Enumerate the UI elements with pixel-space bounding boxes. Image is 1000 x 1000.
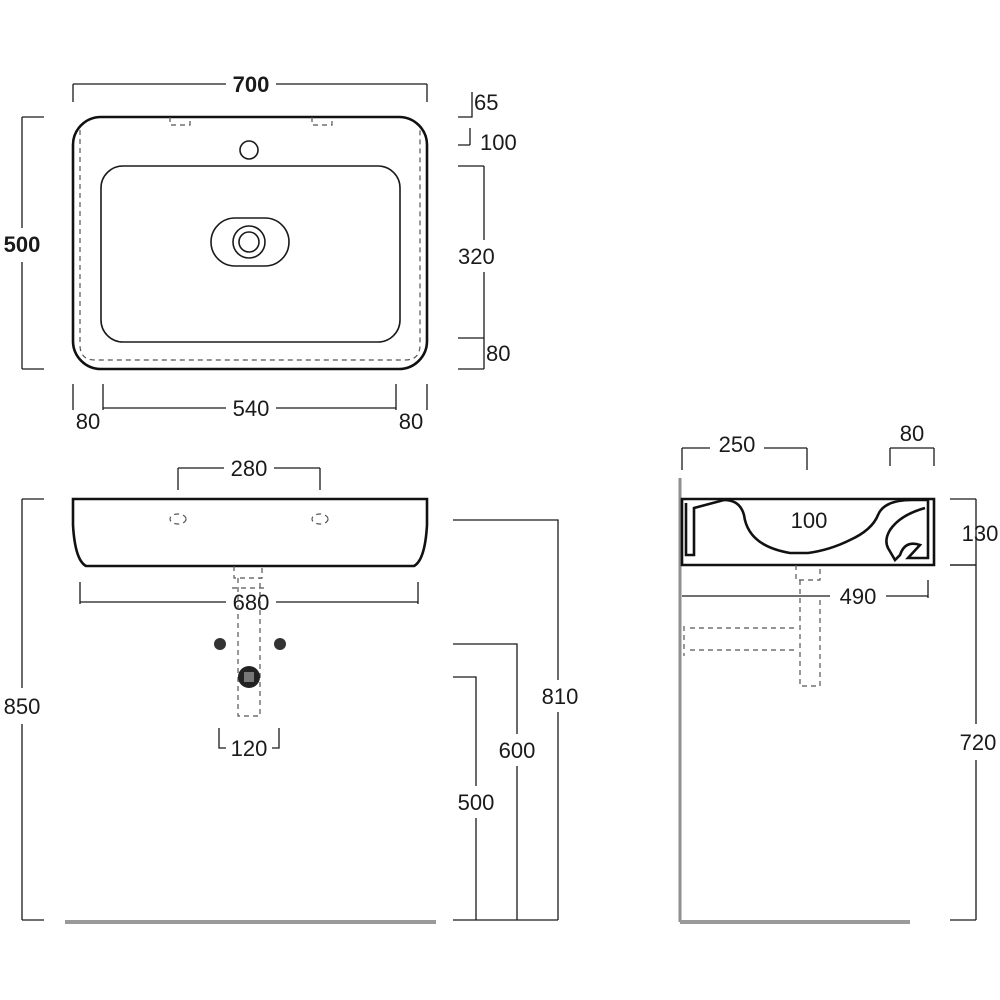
fixing-hole-right — [311, 513, 329, 525]
dim-label-fixing-spacing: 280 — [231, 456, 268, 481]
dim-line-bowl-offset — [458, 128, 484, 167]
dim-label-rim-height: 810 — [542, 684, 579, 709]
dim-label-depth: 500 — [4, 232, 41, 257]
dim-label-bowl-depth: 320 — [458, 244, 495, 269]
drain-outer-ring — [232, 225, 266, 259]
drain-plate — [210, 217, 290, 267]
trap-dashed-side — [683, 565, 821, 687]
dim-line-total-height — [21, 498, 44, 921]
dim-line-rim-and-bowl-widths — [72, 384, 428, 410]
dim-line-projection — [682, 580, 929, 598]
fixing-mark-right — [311, 117, 333, 126]
dim-label-bottom-height: 720 — [960, 730, 997, 755]
front-view: 280 680 120 850 810 600 500 — [4, 456, 579, 924]
dim-line-fixing-spacing — [177, 467, 321, 490]
dim-line-width — [72, 83, 428, 102]
dim-line-rim-height — [453, 519, 559, 921]
dim-label-front-rim: 80 — [486, 341, 510, 366]
dim-line-depth — [21, 116, 44, 370]
side-view: 250 80 100 130 490 720 — [678, 421, 999, 924]
dim-label-right-rim: 80 — [399, 409, 423, 434]
dim-label-bowl-offset: 100 — [480, 130, 517, 155]
fixing-hole-left — [169, 513, 187, 525]
top-view: 700 500 65 100 320 80 80 540 80 — [4, 72, 517, 434]
dim-line-front-rim — [458, 338, 485, 370]
basin-outline-top — [71, 115, 429, 371]
drain-inner-ring — [238, 231, 260, 253]
bowl-outline — [100, 165, 401, 343]
dim-label-projection: 490 — [840, 584, 877, 609]
dim-label-drain-offset: 250 — [719, 432, 756, 457]
dim-label-left-rim: 80 — [76, 409, 100, 434]
dim-label-supply-height: 500 — [458, 790, 495, 815]
waste-outlet-core — [244, 672, 254, 682]
dim-line-supply-spacing — [218, 728, 280, 749]
dim-line-back-rim — [889, 447, 935, 466]
dim-label-total-height: 850 — [4, 694, 41, 719]
dim-label-bowl-drop: 100 — [791, 508, 828, 533]
basin-outline-side — [680, 497, 936, 567]
basin-section-profile — [684, 498, 930, 563]
dim-line-tap-offset — [458, 92, 473, 146]
fixing-mark-left — [169, 117, 191, 126]
dim-line-drain-height — [453, 643, 518, 920]
dim-line-supply-height — [453, 676, 477, 920]
dim-line-drain-offset — [681, 447, 808, 470]
rim-dashed-outline — [79, 130, 421, 361]
dim-line-base-width — [79, 582, 419, 604]
supply-valve-right-icon — [274, 638, 286, 650]
dim-label-base-width: 680 — [233, 590, 270, 615]
dim-label-drain-height: 600 — [499, 738, 536, 763]
tap-hole — [239, 140, 259, 160]
dim-label-basin-height: 130 — [962, 521, 999, 546]
dim-label-bowl-width: 540 — [233, 396, 270, 421]
dim-label-tap-offset: 65 — [474, 90, 498, 115]
dim-line-bottom-height — [950, 564, 977, 921]
trap-dashed — [232, 566, 266, 717]
dim-label-back-rim: 80 — [900, 421, 924, 446]
dim-line-bowl-depth — [458, 166, 485, 339]
dim-label-width: 700 — [233, 72, 270, 97]
dim-label-supply-spacing: 120 — [231, 736, 268, 761]
supply-valve-left-icon — [214, 638, 226, 650]
basin-outline-front — [71, 497, 429, 568]
